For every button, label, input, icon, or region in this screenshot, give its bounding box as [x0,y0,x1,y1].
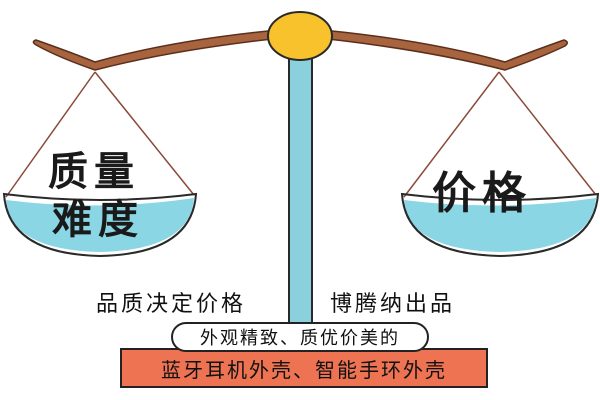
product-banner-text: 蓝牙耳机外壳、智能手环外壳 [161,357,447,382]
right-pan-string [498,71,597,196]
scale-pole [288,51,313,353]
caption-quality-determines-price: 品质决定价格 [96,292,247,317]
slogan-pill: 外观精致、质优价美的 [171,322,429,352]
slogan-text: 外观精致、质优价美的 [200,328,400,349]
left-pan-string [94,71,195,196]
right-pan-string [403,71,500,198]
left-pan-bowl [2,192,198,258]
product-banner: 蓝牙耳机外壳、智能手环外壳 [120,348,488,388]
caption-brand: 博腾纳出品 [330,292,456,317]
left-pan-label-quality: 质量 [48,149,140,195]
left-pan-label-difficulty: 难度 [52,197,144,243]
right-pan-water [404,198,596,252]
left-pan-string [5,71,96,198]
left-pan-water [6,198,194,252]
scale-beam [32,27,568,71]
scale-pivot [267,11,333,61]
right-pan-bowl [400,192,600,258]
right-pan-label-price: 价格 [432,168,532,219]
